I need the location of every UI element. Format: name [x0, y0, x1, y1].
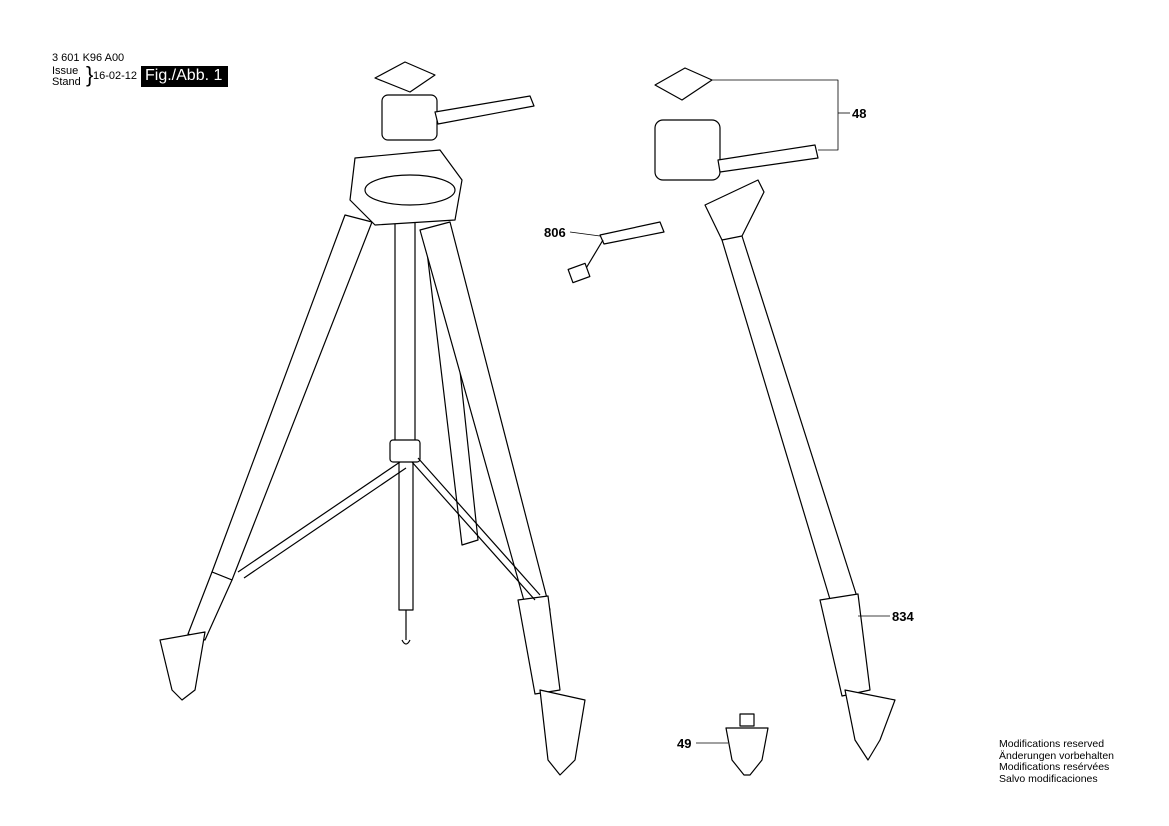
right-leg: [419, 221, 551, 616]
pan-handle: [434, 95, 535, 125]
right-foot: [539, 689, 586, 776]
issue-label: Issue: [52, 65, 79, 77]
issue-date: 16-02-12: [93, 70, 138, 82]
part-834-leg: [704, 179, 896, 761]
note-es: Salvo modificaciones: [999, 772, 1098, 785]
brace: }: [86, 62, 94, 87]
note-en: Modifications reserved: [999, 738, 1105, 750]
assembled-tripod: [159, 61, 586, 776]
hook: [401, 610, 411, 645]
leader-lines: [569, 79, 890, 744]
center-column: [394, 214, 416, 451]
note-fr: Modifications resérvées: [999, 761, 1110, 773]
column-lock: [389, 439, 421, 463]
stand-label: Stand: [52, 76, 81, 88]
callout-834: 834: [892, 609, 914, 624]
brace-left-2: [243, 467, 407, 579]
brace-right: [411, 461, 536, 601]
brace-left: [237, 461, 401, 573]
left-leg: [211, 214, 373, 581]
issue-stand-label: Issue Stand: [52, 66, 81, 88]
quick-plate: [374, 61, 436, 93]
brace-right-2: [417, 457, 541, 596]
callout-806: 806: [544, 225, 566, 240]
part-806-crank: [567, 221, 665, 284]
callout-49: 49: [677, 736, 692, 751]
figure-label: Fig./Abb. 1: [141, 66, 229, 87]
note-de: Änderungen vorbehalten: [999, 749, 1115, 762]
head-body: [381, 94, 438, 141]
left-leg-lower: [187, 571, 233, 641]
part-48-plate: [654, 67, 713, 101]
right-leg-lower: [517, 595, 561, 695]
part-49-foot: [725, 713, 769, 776]
callout-48: 48: [852, 106, 867, 121]
center-column-lower: [398, 449, 414, 611]
crown-top: [364, 174, 456, 206]
left-foot: [159, 631, 206, 701]
modification-notes: Modifications reserved Änderungen vorbeh…: [999, 738, 1115, 785]
document-number: 3 601 K96 A00: [52, 52, 125, 64]
part-48-head: [654, 119, 819, 181]
